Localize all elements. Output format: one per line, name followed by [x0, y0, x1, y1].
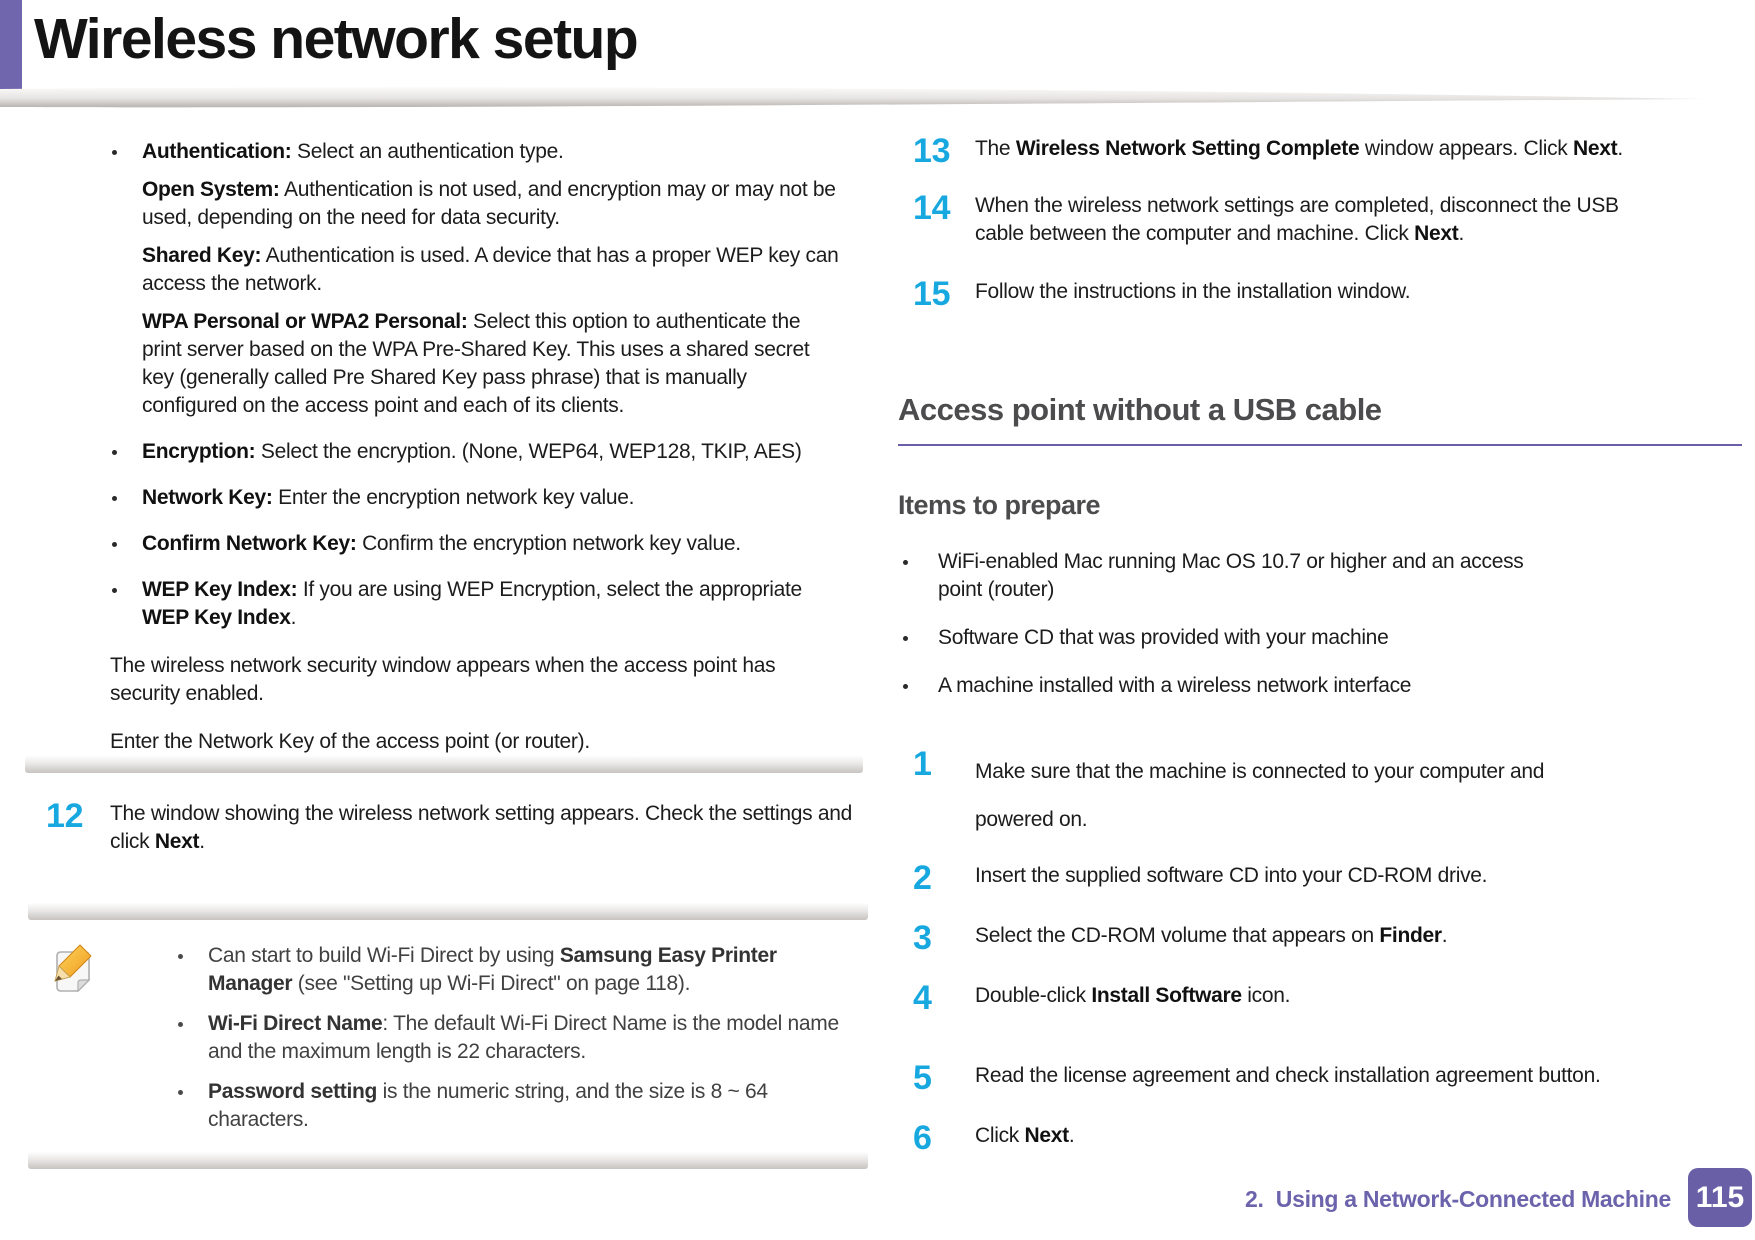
bullet-dot-icon: [112, 588, 117, 593]
step-number: 2: [913, 859, 932, 897]
step-6: 6 Click Next.: [913, 1119, 1743, 1157]
note-top-border: [28, 903, 868, 920]
step-number: 5: [913, 1059, 932, 1097]
step-text: The Wireless Network Setting Complete wi…: [975, 137, 1623, 160]
pencil-note-icon: [54, 944, 92, 993]
list-item: Confirm Network Key: Confirm the encrypt…: [46, 530, 870, 558]
step-number: 13: [913, 132, 951, 170]
item-text: WiFi-enabled Mac running Mac OS 10.7 or …: [938, 550, 1524, 601]
step-13: 13 The Wireless Network Setting Complete…: [913, 132, 1743, 170]
step-text: Follow the instructions in the installat…: [975, 280, 1411, 303]
bullet-text: Encryption: Select the encryption. (None…: [142, 440, 802, 463]
step-text: The window showing the wireless network …: [110, 802, 853, 853]
step-text: Double-click Install Software icon.: [975, 984, 1291, 1007]
footer-chapter-label: 2. Using a Network-Connected Machine: [1245, 1186, 1671, 1212]
item-text: Software CD that was provided with your …: [938, 626, 1389, 649]
bullet-text: WEP Key Index: If you are using WEP Encr…: [142, 578, 802, 629]
page-title: Wireless network setup: [34, 7, 639, 71]
section-divider: [25, 756, 863, 773]
step-number: 3: [913, 919, 932, 957]
note-box: Can start to build Wi-Fi Direct by using…: [28, 903, 868, 1169]
bullet-dot-icon: [178, 1090, 183, 1095]
sub-paragraph: Open System: Authentication is not used,…: [142, 178, 836, 229]
step-text: When the wireless network settings are c…: [975, 194, 1619, 245]
step-2: 2 Insert the supplied software CD into y…: [913, 859, 1743, 897]
page-number-badge: 115: [1688, 1168, 1752, 1227]
bullet-dot-icon: [903, 684, 908, 689]
paragraph: Enter the Network Key of the access poin…: [110, 730, 590, 753]
step-3: 3 Select the CD-ROM volume that appears …: [913, 919, 1743, 957]
step-4: 4 Double-click Install Software icon.: [913, 979, 1743, 1017]
bullet-dot-icon: [903, 560, 908, 565]
step-number: 4: [913, 979, 932, 1017]
step-text: Insert the supplied software CD into you…: [975, 864, 1488, 887]
sub-paragraph: Shared Key: Authentication is used. A de…: [142, 244, 839, 295]
list-item: Authentication: Select an authentication…: [46, 138, 870, 166]
note-text: Wi-Fi Direct Name: The default Wi-Fi Dir…: [208, 1012, 839, 1063]
chapter-accent-bar: [0, 0, 22, 97]
list-item: WEP Key Index: If you are using WEP Encr…: [46, 576, 870, 632]
list-item: Network Key: Enter the encryption networ…: [46, 484, 870, 512]
paragraph: The wireless network security window app…: [110, 654, 776, 705]
step-12: 12 The window showing the wireless netwo…: [46, 797, 870, 856]
note-item: Wi-Fi Direct Name: The default Wi-Fi Dir…: [178, 1010, 858, 1066]
step-number: 15: [913, 275, 951, 313]
note-item: Can start to build Wi-Fi Direct by using…: [178, 942, 858, 998]
step-15: 15 Follow the instructions in the instal…: [913, 275, 1743, 313]
step-number: 14: [913, 189, 951, 227]
note-item: Password setting is the numeric string, …: [178, 1078, 858, 1134]
list-item: WiFi-enabled Mac running Mac OS 10.7 or …: [898, 548, 1742, 604]
bullet-dot-icon: [112, 450, 117, 455]
step-text: Select the CD-ROM volume that appears on…: [975, 924, 1448, 947]
section-heading: Access point without a USB cable: [898, 392, 1742, 446]
step-number: 12: [46, 797, 84, 835]
bullet-dot-icon: [112, 496, 117, 501]
subsection-heading: Items to prepare: [898, 490, 1101, 520]
note-bottom-border: [28, 1152, 868, 1169]
left-column: Authentication: Select an authentication…: [46, 138, 870, 756]
list-item: Software CD that was provided with your …: [898, 624, 1742, 652]
bullet-text: Confirm Network Key: Confirm the encrypt…: [142, 532, 741, 555]
step-14: 14 When the wireless network settings ar…: [913, 189, 1743, 248]
step-5: 5 Read the license agreement and check i…: [913, 1059, 1743, 1097]
step-text: Read the license agreement and check ins…: [975, 1064, 1601, 1087]
step-1: 1 Make sure that the machine is connecte…: [913, 745, 1743, 844]
bullet-dot-icon: [178, 954, 183, 959]
items-to-prepare-list: WiFi-enabled Mac running Mac OS 10.7 or …: [898, 548, 1742, 700]
sub-paragraph: WPA Personal or WPA2 Personal: Select th…: [142, 310, 810, 417]
bullet-dot-icon: [112, 542, 117, 547]
bullet-dot-icon: [112, 150, 117, 155]
bullet-text: Authentication: Select an authentication…: [142, 140, 564, 163]
step-text: Make sure that the machine is connected …: [975, 760, 1545, 831]
header-swoosh-divider: [0, 87, 1705, 108]
note-body: Can start to build Wi-Fi Direct by using…: [28, 920, 868, 1152]
note-text: Can start to build Wi-Fi Direct by using…: [208, 944, 777, 995]
step-text: Click Next.: [975, 1124, 1075, 1147]
bullet-dot-icon: [178, 1022, 183, 1027]
list-item: A machine installed with a wireless netw…: [898, 672, 1742, 700]
step-number: 6: [913, 1119, 932, 1157]
list-item: Encryption: Select the encryption. (None…: [46, 438, 870, 466]
note-text: Password setting is the numeric string, …: [208, 1080, 768, 1131]
item-text: A machine installed with a wireless netw…: [938, 674, 1412, 697]
bullet-text: Network Key: Enter the encryption networ…: [142, 486, 635, 509]
bullet-dot-icon: [903, 636, 908, 641]
step-number: 1: [913, 745, 932, 783]
